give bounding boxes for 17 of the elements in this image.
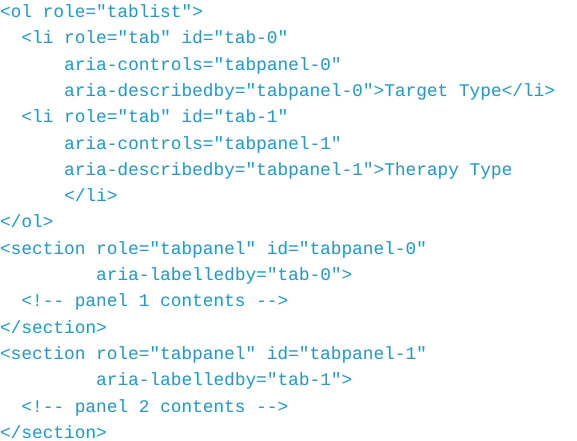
- code-line: </ol>: [0, 212, 54, 236]
- code-line: <li role="tab" id="tab-0": [21, 28, 288, 52]
- code-line: <ol role="tablist">: [0, 2, 203, 25]
- code-line: <section role="tabpanel" id="tabpanel-0": [0, 238, 427, 262]
- code-line: aria-labelledby="tab-0">: [96, 265, 352, 288]
- code-line: <li role="tab" id="tab-1": [21, 107, 288, 130]
- code-line: aria-controls="tabpanel-1": [64, 134, 342, 156]
- code-line: aria-describedby="tabpanel-0">Target Type</li>: [64, 80, 555, 104]
- code-line: </li>: [64, 186, 118, 210]
- code-line: <section role="tabpanel" id="tabpanel-1": [0, 344, 427, 367]
- code-line: </section>: [0, 318, 107, 341]
- code-line: aria-describedby="tabpanel-1">Therapy Type: [64, 160, 512, 183]
- code-line: </section>: [0, 422, 107, 441]
- code-line: <!-- panel 2 contents -->: [21, 396, 288, 420]
- code-line: aria-labelledby="tab-1">: [96, 370, 352, 394]
- code-line: aria-controls="tabpanel-0": [64, 54, 342, 78]
- code-line: <!-- panel 1 contents -->: [21, 291, 288, 314]
